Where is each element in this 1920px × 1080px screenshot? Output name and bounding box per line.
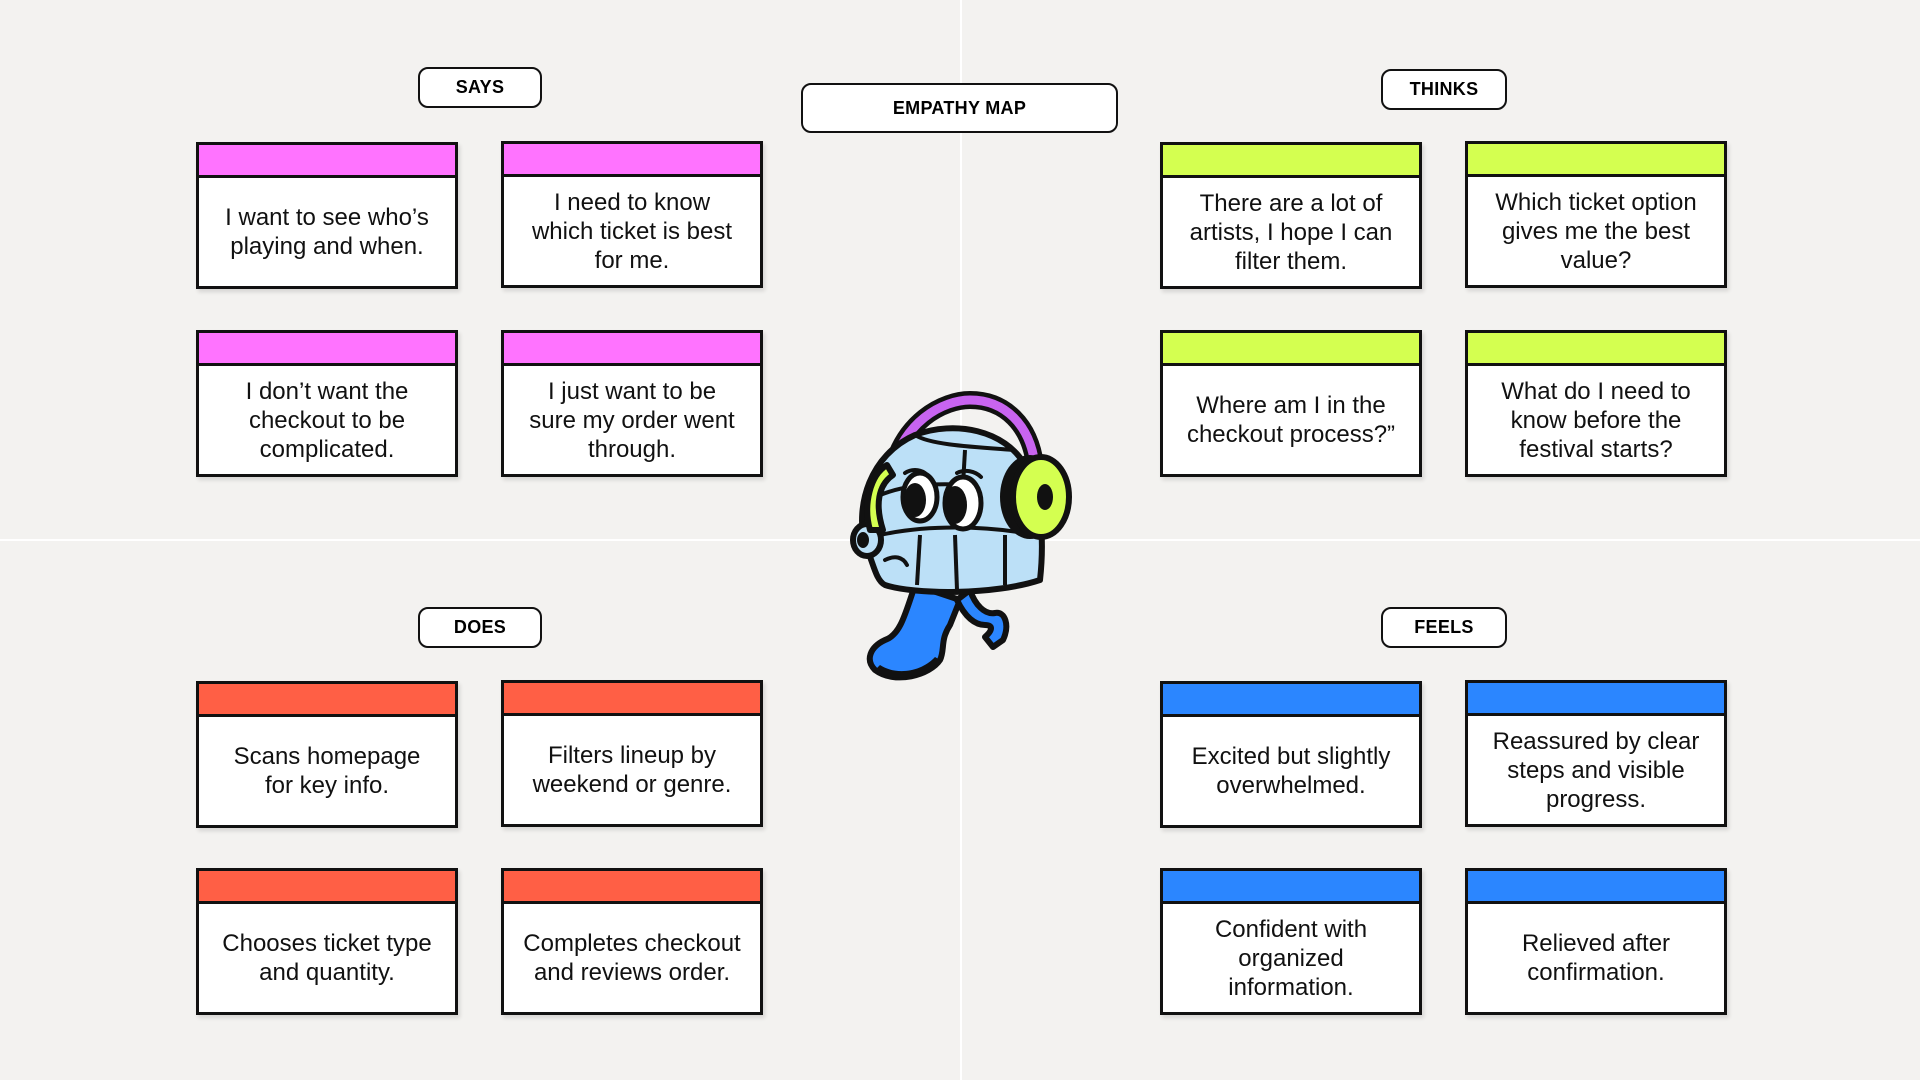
card-text: I need to know which ticket is best for … — [531, 188, 733, 274]
card-text: Reassured by clear steps and visible pro… — [1492, 727, 1700, 813]
feels-label: FEELS — [1381, 607, 1507, 648]
does-card[interactable]: Chooses ticket type and quantity. — [196, 868, 458, 1015]
card-text: Excited but slightly overwhelmed. — [1191, 743, 1391, 799]
card-header — [1163, 333, 1419, 366]
mascot-eyes — [900, 468, 984, 532]
feels-card[interactable]: Confident with organized information. — [1160, 868, 1422, 1015]
says-card[interactable]: I need to know which ticket is best for … — [501, 141, 763, 288]
card-text: Filters lineup by weekend or genre. — [532, 742, 732, 798]
thinks-card[interactable]: Which ticket option gives me the best va… — [1465, 141, 1727, 288]
card-header — [504, 333, 760, 366]
card-header — [504, 683, 760, 716]
mascot-legs — [866, 582, 1010, 681]
card-text: Scans homepage for key info. — [233, 743, 421, 799]
says-card[interactable]: I just want to be sure my order went thr… — [501, 330, 763, 477]
card-text: Relieved after confirmation. — [1521, 930, 1671, 986]
headphones-mascot-icon — [850, 390, 1072, 681]
thinks-card[interactable]: There are a lot of artists, I hope I can… — [1160, 142, 1422, 289]
card-text: Chooses ticket type and quantity. — [222, 930, 432, 986]
card-header — [1468, 333, 1724, 366]
card-text: Confident with organized information. — [1214, 915, 1368, 1001]
does-card[interactable]: Scans homepage for key info. — [196, 681, 458, 828]
does-card[interactable]: Filters lineup by weekend or genre. — [501, 680, 763, 827]
card-header — [1163, 145, 1419, 178]
says-card[interactable]: I don’t want the checkout to be complica… — [196, 330, 458, 477]
card-header — [199, 333, 455, 366]
page-title: EMPATHY MAP — [801, 83, 1118, 133]
card-header — [199, 871, 455, 904]
feels-card[interactable]: Reassured by clear steps and visible pro… — [1465, 680, 1727, 827]
card-header — [504, 871, 760, 904]
thinks-label: THINKS — [1381, 69, 1507, 110]
card-text: Completes checkout and reviews order. — [523, 930, 741, 986]
card-text: What do I need to know before the festiv… — [1501, 377, 1691, 463]
card-text: I want to see who’s playing and when. — [225, 204, 429, 260]
card-header — [1468, 871, 1724, 904]
says-card[interactable]: I want to see who’s playing and when. — [196, 142, 458, 289]
card-text: There are a lot of artists, I hope I can… — [1189, 189, 1393, 275]
does-card[interactable]: Completes checkout and reviews order. — [501, 868, 763, 1015]
feels-card[interactable]: Relieved after confirmation. — [1465, 868, 1727, 1015]
says-label: SAYS — [418, 67, 542, 108]
card-header — [199, 145, 455, 178]
card-text: Which ticket option gives me the best va… — [1495, 188, 1697, 274]
card-header — [1163, 871, 1419, 904]
feels-card[interactable]: Excited but slightly overwhelmed. — [1160, 681, 1422, 828]
thinks-card[interactable]: Where am I in the checkout process?” — [1160, 330, 1422, 477]
card-header — [1468, 683, 1724, 716]
card-header — [504, 144, 760, 177]
card-header — [1163, 684, 1419, 717]
card-text: I don’t want the checkout to be complica… — [245, 377, 409, 463]
card-text: I just want to be sure my order went thr… — [529, 377, 735, 463]
card-header — [199, 684, 455, 717]
thinks-card[interactable]: What do I need to know before the festiv… — [1465, 330, 1727, 477]
card-header — [1468, 144, 1724, 177]
does-label: DOES — [418, 607, 542, 648]
card-text: Where am I in the checkout process?” — [1186, 392, 1396, 448]
mascot-headphone-cup — [1000, 454, 1072, 540]
